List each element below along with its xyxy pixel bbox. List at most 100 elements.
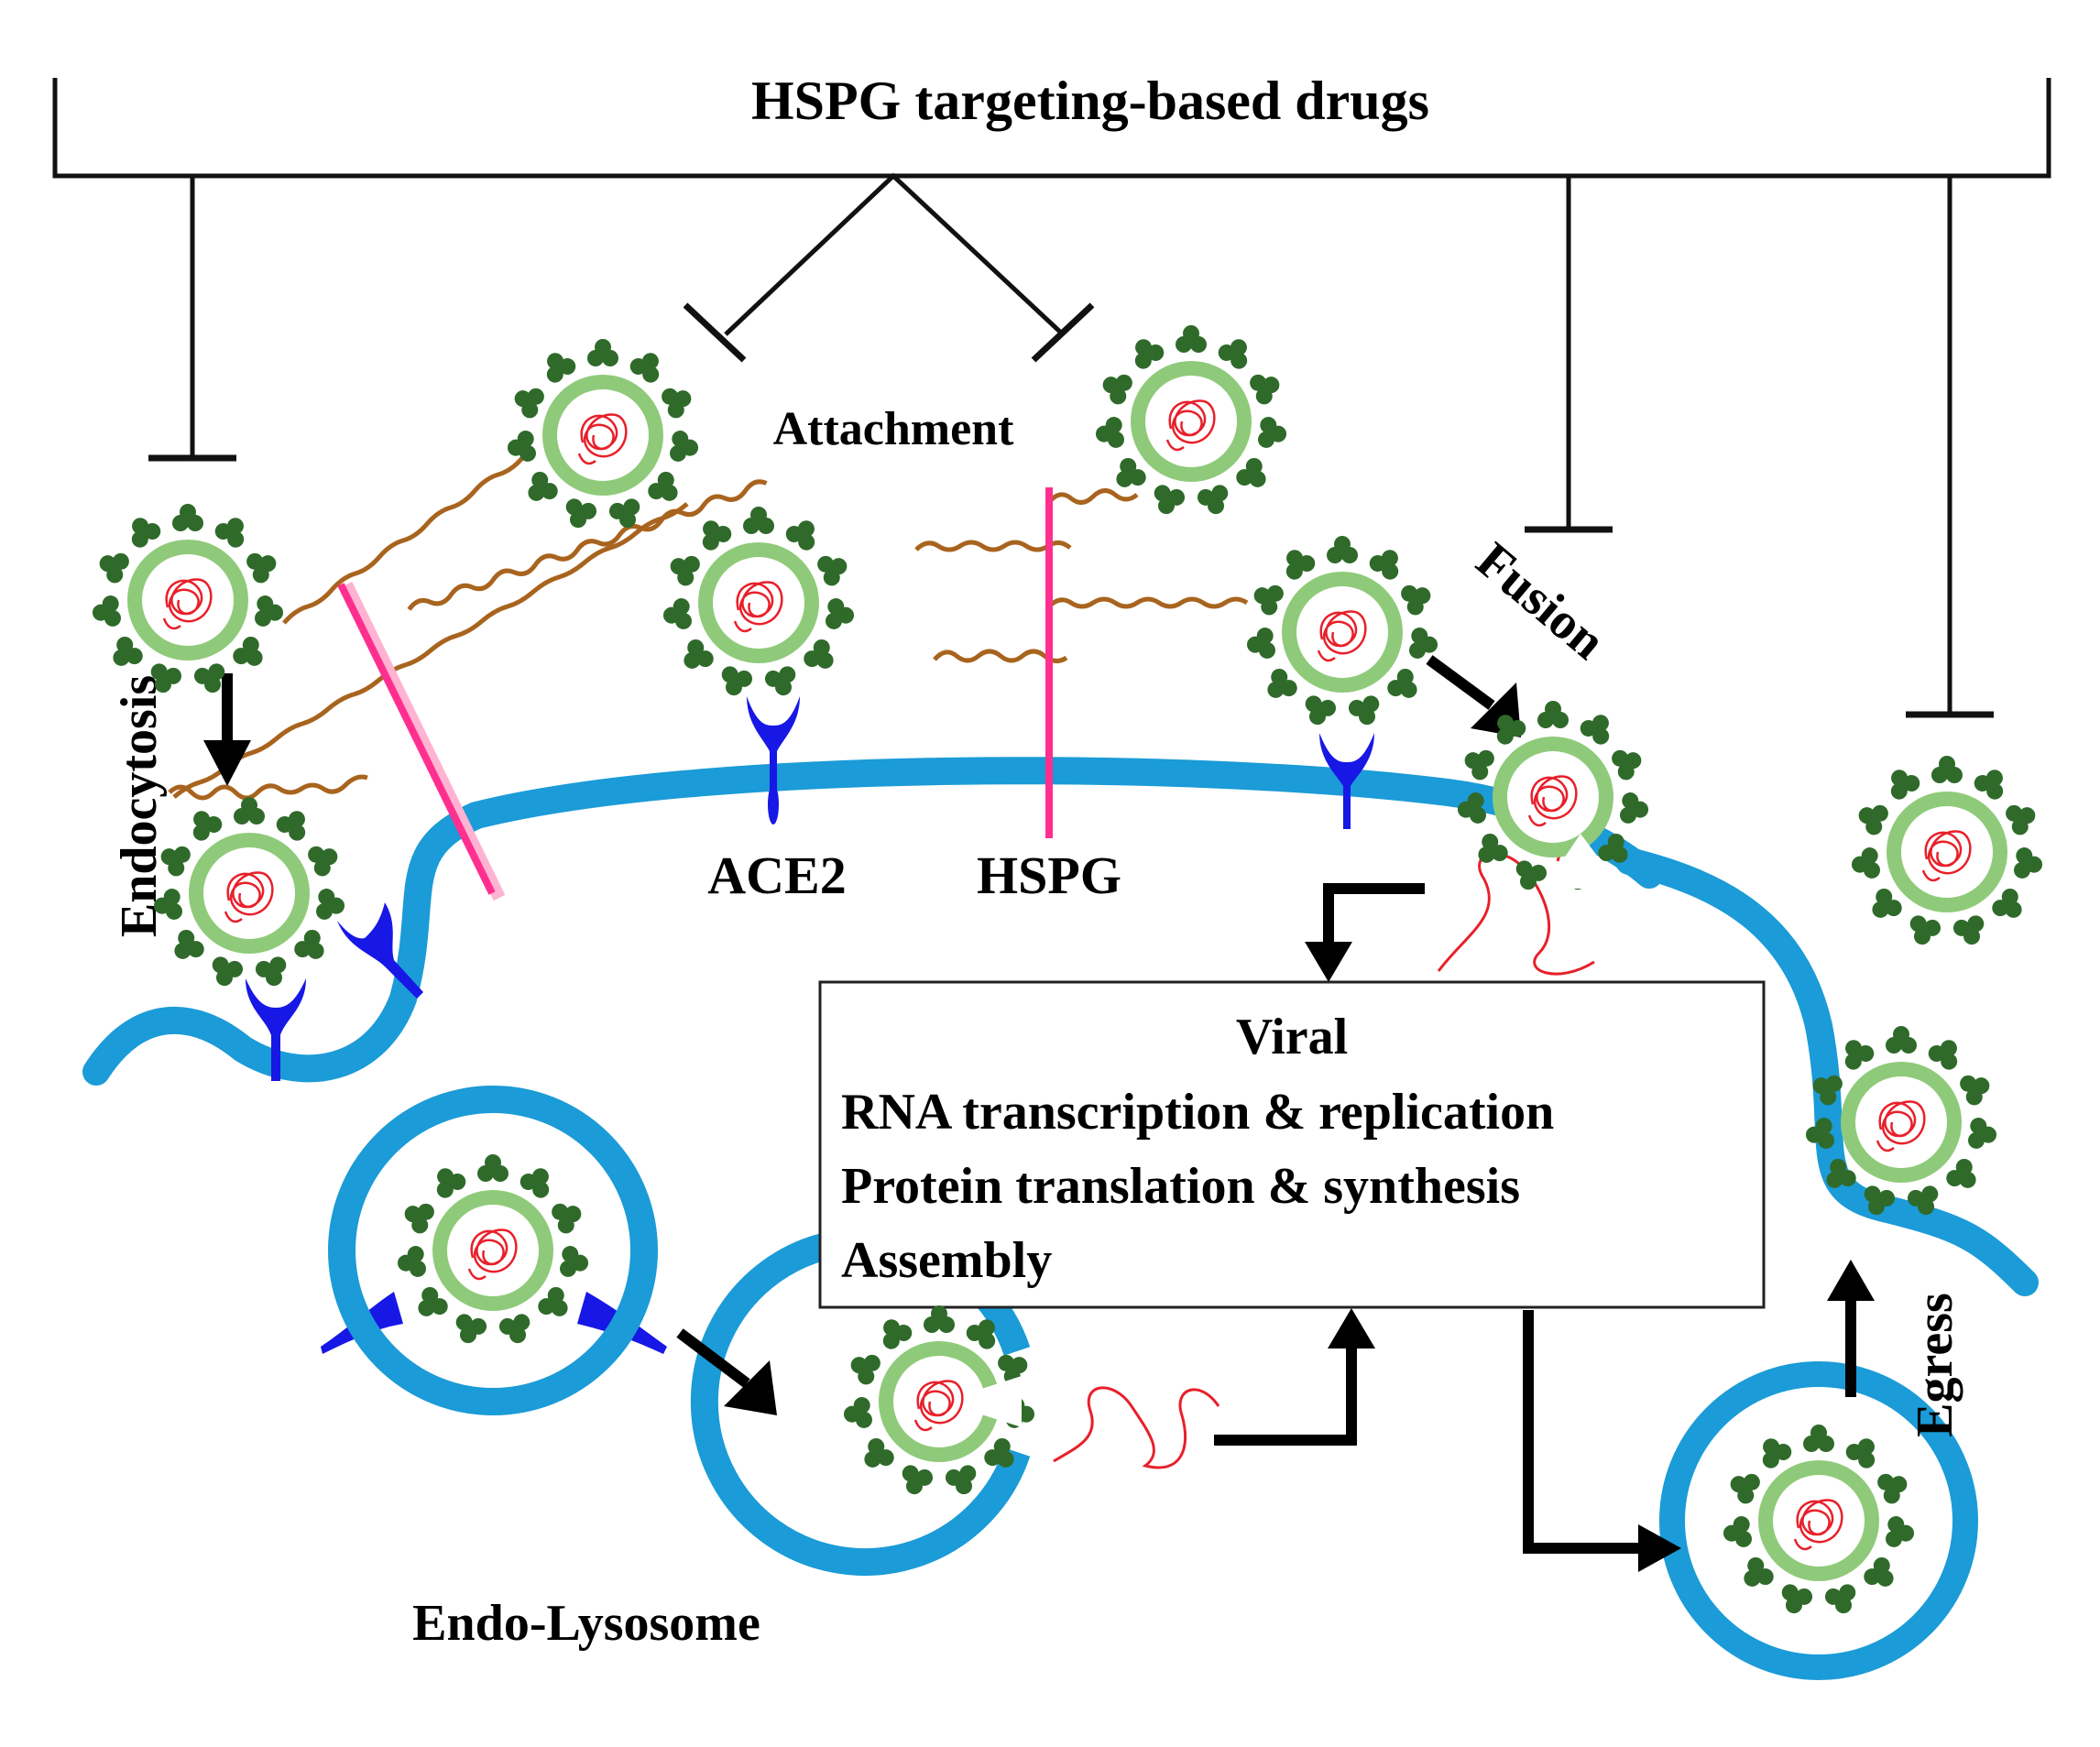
virus-endocytosis-outside — [92, 504, 284, 693]
spike-protein — [662, 388, 692, 419]
label-endocytosis: Endocytosis — [111, 675, 168, 937]
spike-protein — [246, 552, 277, 584]
spike-protein — [826, 598, 855, 629]
viral-rna-genome — [1317, 610, 1367, 662]
viral-core — [893, 1356, 985, 1447]
viral-rna-genome — [577, 413, 628, 465]
spike-protein — [1762, 1438, 1792, 1469]
viral-rna-genome — [1793, 1499, 1843, 1551]
spike-protein — [234, 797, 265, 824]
viral-rna-genome — [1527, 775, 1578, 827]
egress-vesicle — [1659, 1361, 1978, 1680]
virus-bound-hspg — [1246, 536, 1438, 726]
spike-protein — [1909, 915, 1941, 945]
spike-protein — [1851, 847, 1880, 879]
spike-protein — [1348, 695, 1380, 726]
spike-protein — [1580, 715, 1610, 745]
spike-protein — [1246, 628, 1275, 659]
box-line-viral: Viral — [1236, 1009, 1348, 1065]
spike-protein — [560, 1246, 589, 1277]
spike-protein — [436, 1168, 466, 1198]
label-attachment: Attachment — [773, 403, 1015, 455]
spike-protein — [1730, 1473, 1760, 1504]
drug-title: HSPG targeting-based drugs — [751, 71, 1429, 131]
spike-protein — [1812, 1075, 1843, 1106]
endocytosis-arrow-head — [203, 740, 251, 786]
spike-protein — [817, 555, 848, 586]
spike-protein — [1744, 1556, 1774, 1587]
spike-protein — [804, 639, 834, 669]
spike-protein — [1537, 701, 1569, 728]
spike-protein — [404, 1203, 434, 1234]
spike-protein — [255, 595, 284, 627]
spike-protein — [1858, 804, 1888, 835]
spike-protein — [1864, 1185, 1896, 1216]
viral-rna-genome — [913, 1380, 964, 1432]
spike-protein — [882, 1319, 913, 1349]
spike-protein — [192, 811, 223, 841]
spike-protein — [92, 595, 121, 627]
viral-rna-genome — [1876, 1100, 1926, 1152]
spike-protein — [1872, 888, 1902, 918]
spike-protein — [1095, 417, 1124, 448]
spike-protein — [214, 518, 245, 548]
spike-protein — [565, 498, 597, 529]
spike-protein — [418, 1286, 448, 1316]
virus-in-endosome — [397, 1154, 589, 1344]
spike-protein — [308, 846, 338, 877]
viral-core — [1507, 751, 1599, 843]
spike-protein — [1620, 792, 1649, 824]
spike-protein — [528, 471, 558, 501]
spike-protein — [1824, 1584, 1856, 1614]
label-ace2: ACE2 — [707, 846, 846, 905]
viral-core — [557, 389, 649, 481]
spike-protein — [1723, 1516, 1752, 1547]
drug-inhibition-bracket — [52, 78, 2051, 718]
viral-core — [1855, 1076, 1947, 1168]
spike-protein — [850, 1354, 880, 1385]
spike-protein — [1496, 715, 1526, 745]
spike-protein — [172, 504, 203, 531]
viral-core — [447, 1205, 539, 1296]
viral-rna-genome — [224, 871, 274, 923]
uncoating-arrow-head — [1305, 942, 1352, 982]
spike-protein — [520, 1168, 550, 1198]
spike-protein — [1116, 457, 1146, 487]
spike-protein — [684, 639, 714, 669]
spike-protein — [1401, 584, 1431, 616]
endosome-vesicle — [328, 1086, 658, 1415]
viral-core — [1145, 376, 1237, 467]
spike-protein — [1267, 668, 1297, 698]
spike-protein — [2014, 847, 2043, 879]
spike-protein — [1258, 417, 1287, 448]
spike-protein — [662, 598, 692, 629]
viral-rna-genome — [162, 578, 213, 630]
spike-protein — [1327, 536, 1358, 563]
spike-protein — [546, 353, 576, 383]
spike-protein — [670, 431, 699, 462]
label-endo-lysosome: Endo-Lysosome — [412, 1595, 760, 1652]
spike-protein — [1781, 1584, 1813, 1614]
label-fusion: Fusion — [1466, 531, 1616, 671]
spike-protein — [924, 1305, 955, 1333]
virus-in-egress-vesicle — [1723, 1425, 1915, 1614]
spike-protein — [1805, 1118, 1834, 1149]
spike-protein — [2006, 804, 2036, 835]
virus-particles — [92, 325, 2043, 1614]
spike-protein — [160, 846, 191, 877]
spike-protein — [1253, 584, 1284, 616]
spike-protein — [1457, 792, 1486, 824]
spike-protein — [294, 929, 324, 959]
spike-protein — [1236, 457, 1266, 487]
spike-protein — [397, 1246, 426, 1277]
spike-protein — [608, 498, 640, 529]
bracket-frame — [52, 78, 2051, 179]
spike-protein — [113, 636, 143, 666]
spike-protein — [507, 431, 536, 462]
spike-protein — [255, 956, 287, 987]
spike-protein — [670, 555, 700, 586]
box-line-protein: Protein translation & synthesis — [841, 1158, 1520, 1215]
spike-protein — [1197, 485, 1229, 515]
